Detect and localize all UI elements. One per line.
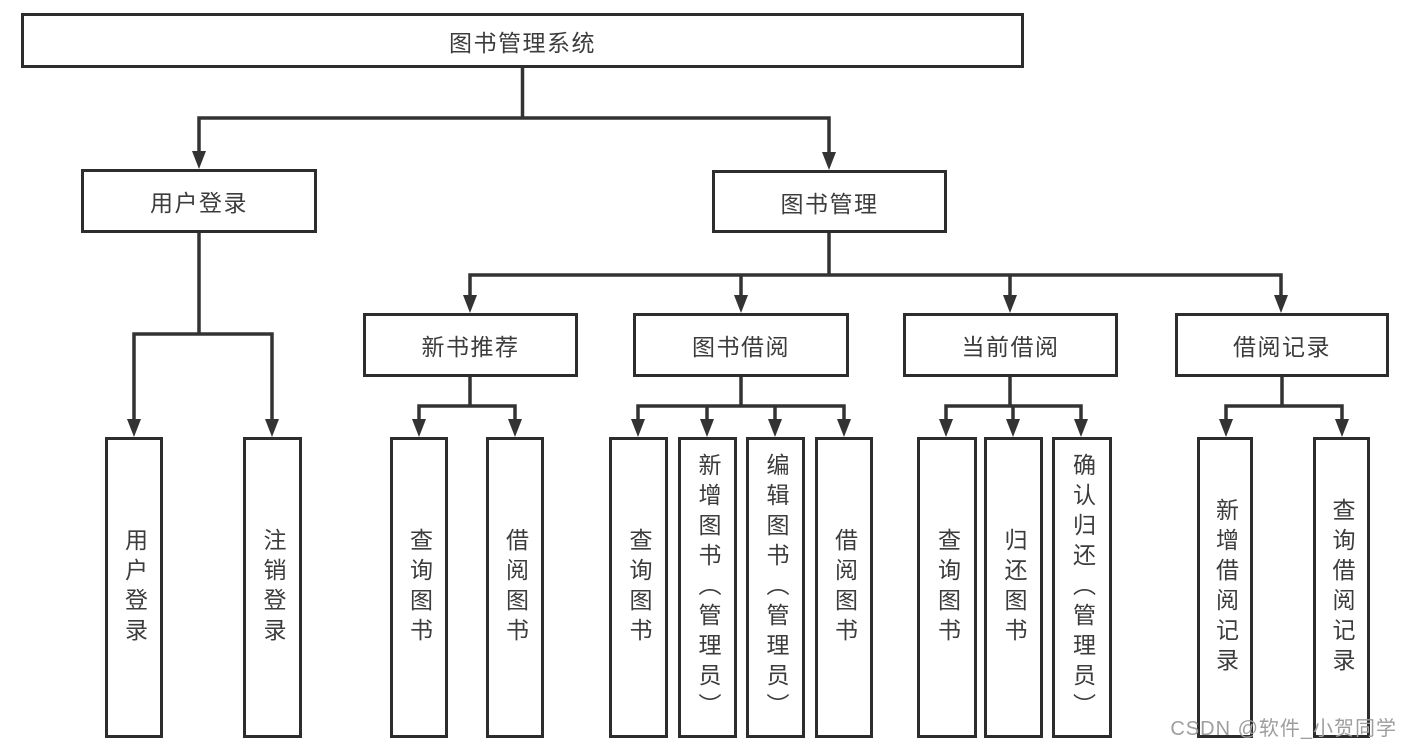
leaf-newrec-borrow-book-label: 借阅图书 (502, 527, 529, 648)
leaf-current-query-book-label: 查询图书 (934, 527, 961, 648)
leaf-return-book: 归还图书 (984, 437, 1043, 738)
leaf-add-book-admin: 新增图书（管理员） (678, 437, 737, 738)
node-borrow-record: 借阅记录 (1175, 313, 1389, 377)
node-new-book-recommend: 新书推荐 (363, 313, 578, 377)
leaf-add-borrow-record-label: 新增借阅记录 (1212, 497, 1239, 678)
leaf-query-borrow-record-label: 查询借阅记录 (1329, 497, 1355, 678)
node-root: 图书管理系统 (21, 13, 1024, 68)
leaf-confirm-return-admin: 确认归还（管理员） (1052, 437, 1112, 738)
node-current-borrow: 当前借阅 (903, 313, 1118, 377)
leaf-newrec-query-book: 查询图书 (390, 437, 448, 738)
leaf-return-book-label: 归还图书 (1001, 527, 1027, 648)
leaf-logout: 注销登录 (243, 437, 302, 738)
leaf-user-login: 用户登录 (105, 437, 163, 738)
leaf-borrow-query-book: 查询图书 (609, 437, 668, 738)
node-user-login: 用户登录 (81, 169, 317, 233)
leaf-newrec-query-book-label: 查询图书 (406, 527, 433, 648)
leaf-logout-label: 注销登录 (260, 527, 286, 648)
leaf-current-query-book: 查询图书 (917, 437, 977, 738)
leaf-borrow-query-book-label: 查询图书 (626, 527, 652, 648)
leaf-user-login-label: 用户登录 (121, 527, 148, 648)
leaf-add-book-admin-label: 新增图书（管理员） (695, 452, 721, 723)
node-book-borrow: 图书借阅 (633, 313, 849, 377)
leaf-borrow-book: 借阅图书 (815, 437, 873, 738)
watermark: CSDN @软件_小贺同学 (1170, 718, 1397, 740)
leaf-add-borrow-record: 新增借阅记录 (1197, 437, 1253, 738)
leaf-borrow-book-label: 借阅图书 (831, 527, 858, 648)
leaf-newrec-borrow-book: 借阅图书 (486, 437, 544, 738)
leaf-confirm-return-admin-label: 确认归还（管理员） (1069, 452, 1096, 723)
leaf-edit-book-admin-label: 编辑图书（管理员） (763, 452, 789, 723)
leaf-query-borrow-record: 查询借阅记录 (1313, 437, 1370, 738)
leaf-edit-book-admin: 编辑图书（管理员） (746, 437, 805, 738)
node-book-management: 图书管理 (712, 170, 947, 233)
